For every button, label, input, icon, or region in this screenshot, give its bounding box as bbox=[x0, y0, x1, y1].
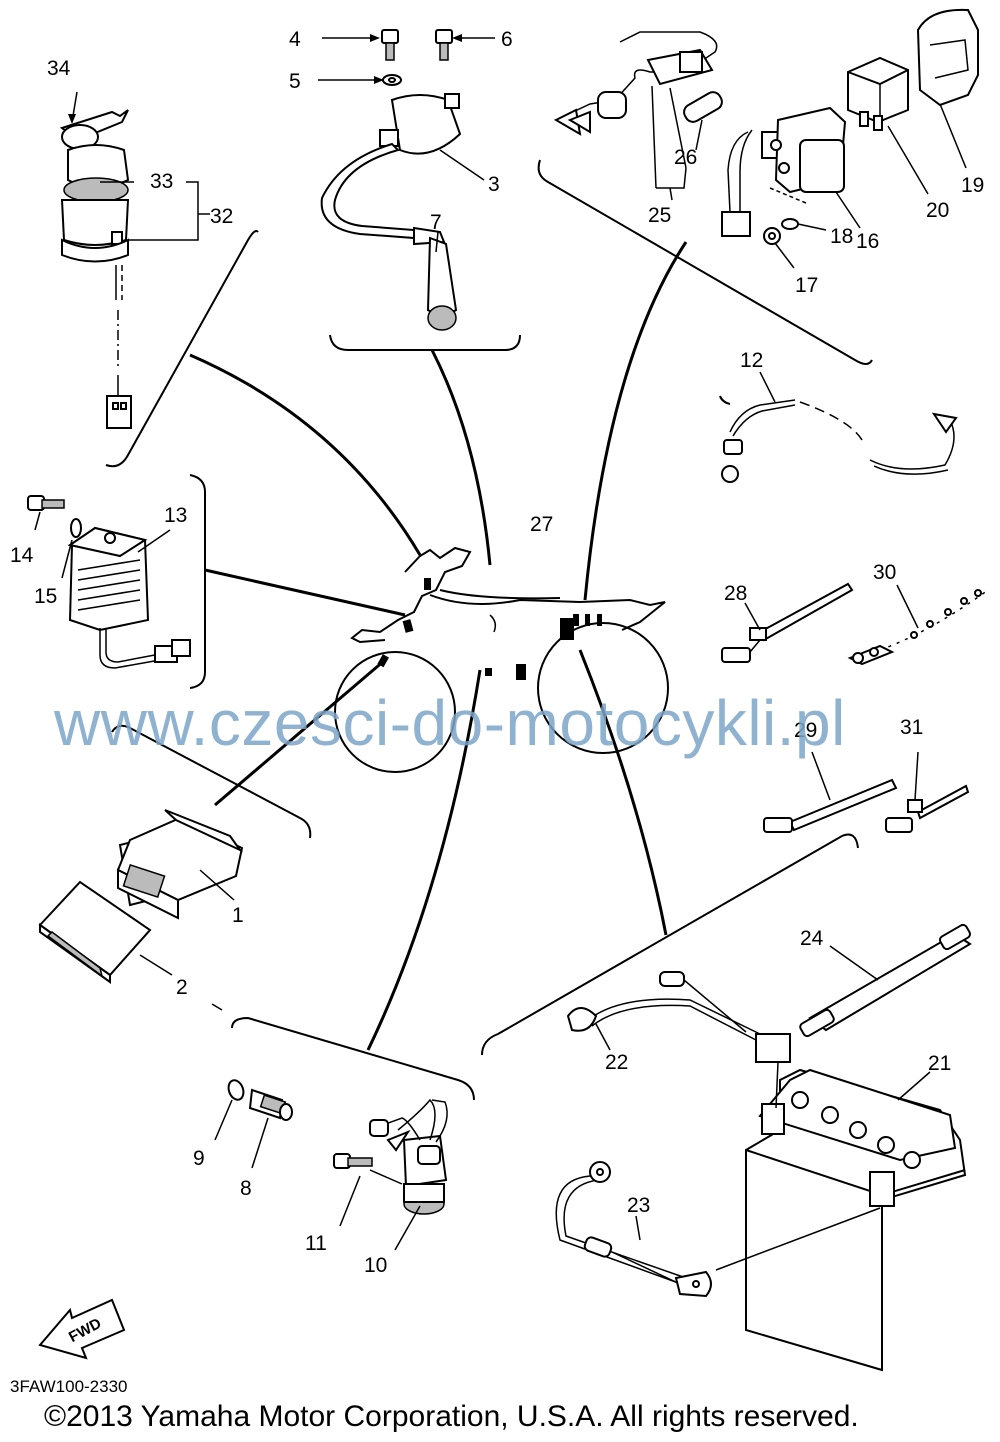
callout-32: 32 bbox=[210, 205, 234, 228]
forward-arrow-icon bbox=[38, 1298, 126, 1360]
callout-25: 25 bbox=[648, 204, 672, 227]
callout-26: 26 bbox=[674, 146, 698, 169]
callout-23: 23 bbox=[627, 1194, 651, 1217]
washer-9-icon bbox=[214, 1079, 245, 1141]
callout-3: 3 bbox=[488, 173, 500, 196]
cable-tie-30-icon bbox=[847, 584, 989, 666]
callout-14: 14 bbox=[10, 544, 34, 567]
relay-icon bbox=[847, 56, 929, 195]
copyright-notice: ©2013 Yamaha Motor Corporation, U.S.A. A… bbox=[44, 1400, 859, 1433]
callout-31: 31 bbox=[900, 716, 924, 739]
callout-24: 24 bbox=[800, 927, 824, 950]
battery-band-icon bbox=[799, 923, 972, 1038]
relay-cover-icon bbox=[916, 8, 979, 169]
callout-17: 17 bbox=[795, 274, 819, 297]
callout-6: 6 bbox=[501, 28, 513, 51]
callout-20: 20 bbox=[926, 199, 950, 222]
group-leaders bbox=[189, 241, 688, 1051]
diagram-code: 3FAW100-2330 bbox=[10, 1377, 128, 1396]
callout-33: 33 bbox=[150, 170, 174, 193]
callout-10: 10 bbox=[364, 1254, 388, 1277]
callout-4: 4 bbox=[289, 28, 301, 51]
callout-1: 1 bbox=[232, 904, 244, 927]
callout-18: 18 bbox=[830, 225, 854, 248]
battery-icon bbox=[745, 1068, 967, 1372]
rectifier-icon bbox=[27, 495, 191, 669]
negative-lead-icon bbox=[555, 1161, 881, 1298]
callout-9: 9 bbox=[193, 1147, 205, 1170]
horn-icon bbox=[333, 1098, 448, 1251]
cdi-cover-icon bbox=[38, 880, 173, 984]
callout-11: 11 bbox=[305, 1232, 327, 1255]
ignition-coil-icon bbox=[318, 29, 495, 331]
callout-lines bbox=[211, 1003, 223, 1011]
callout-21: 21 bbox=[928, 1052, 952, 1075]
callout-8: 8 bbox=[240, 1177, 252, 1200]
wire-lead-icon bbox=[721, 371, 958, 483]
callout-13: 13 bbox=[164, 504, 188, 527]
fuse-holder-icon bbox=[553, 31, 723, 201]
callout-34: 34 bbox=[47, 57, 71, 80]
callout-16: 16 bbox=[856, 230, 880, 253]
cdi-unit-icon bbox=[116, 809, 244, 920]
watermark: www.czesci-do-motocykli.pl bbox=[54, 687, 846, 759]
callout-27: 27 bbox=[530, 513, 554, 536]
main-switch-icon bbox=[59, 91, 210, 429]
cable-band-31-icon bbox=[885, 751, 970, 833]
cable-band-28-icon bbox=[721, 582, 854, 663]
callout-12: 12 bbox=[740, 349, 764, 372]
callout-5: 5 bbox=[289, 70, 301, 93]
callout-28: 28 bbox=[724, 582, 748, 605]
callout-2: 2 bbox=[176, 976, 188, 999]
frame-overview bbox=[334, 546, 669, 773]
cable-band-29-icon bbox=[763, 751, 898, 833]
group-brackets bbox=[105, 159, 873, 1101]
callout-29: 29 bbox=[794, 719, 818, 742]
callout-7: 7 bbox=[430, 211, 442, 234]
positive-lead-icon bbox=[566, 971, 791, 1109]
callout-30: 30 bbox=[873, 561, 897, 584]
callout-15: 15 bbox=[34, 585, 58, 608]
callout-19: 19 bbox=[961, 174, 985, 197]
callout-22: 22 bbox=[605, 1051, 629, 1074]
neutral-switch-icon bbox=[248, 1088, 293, 1169]
starter-relay-icon bbox=[721, 106, 861, 269]
